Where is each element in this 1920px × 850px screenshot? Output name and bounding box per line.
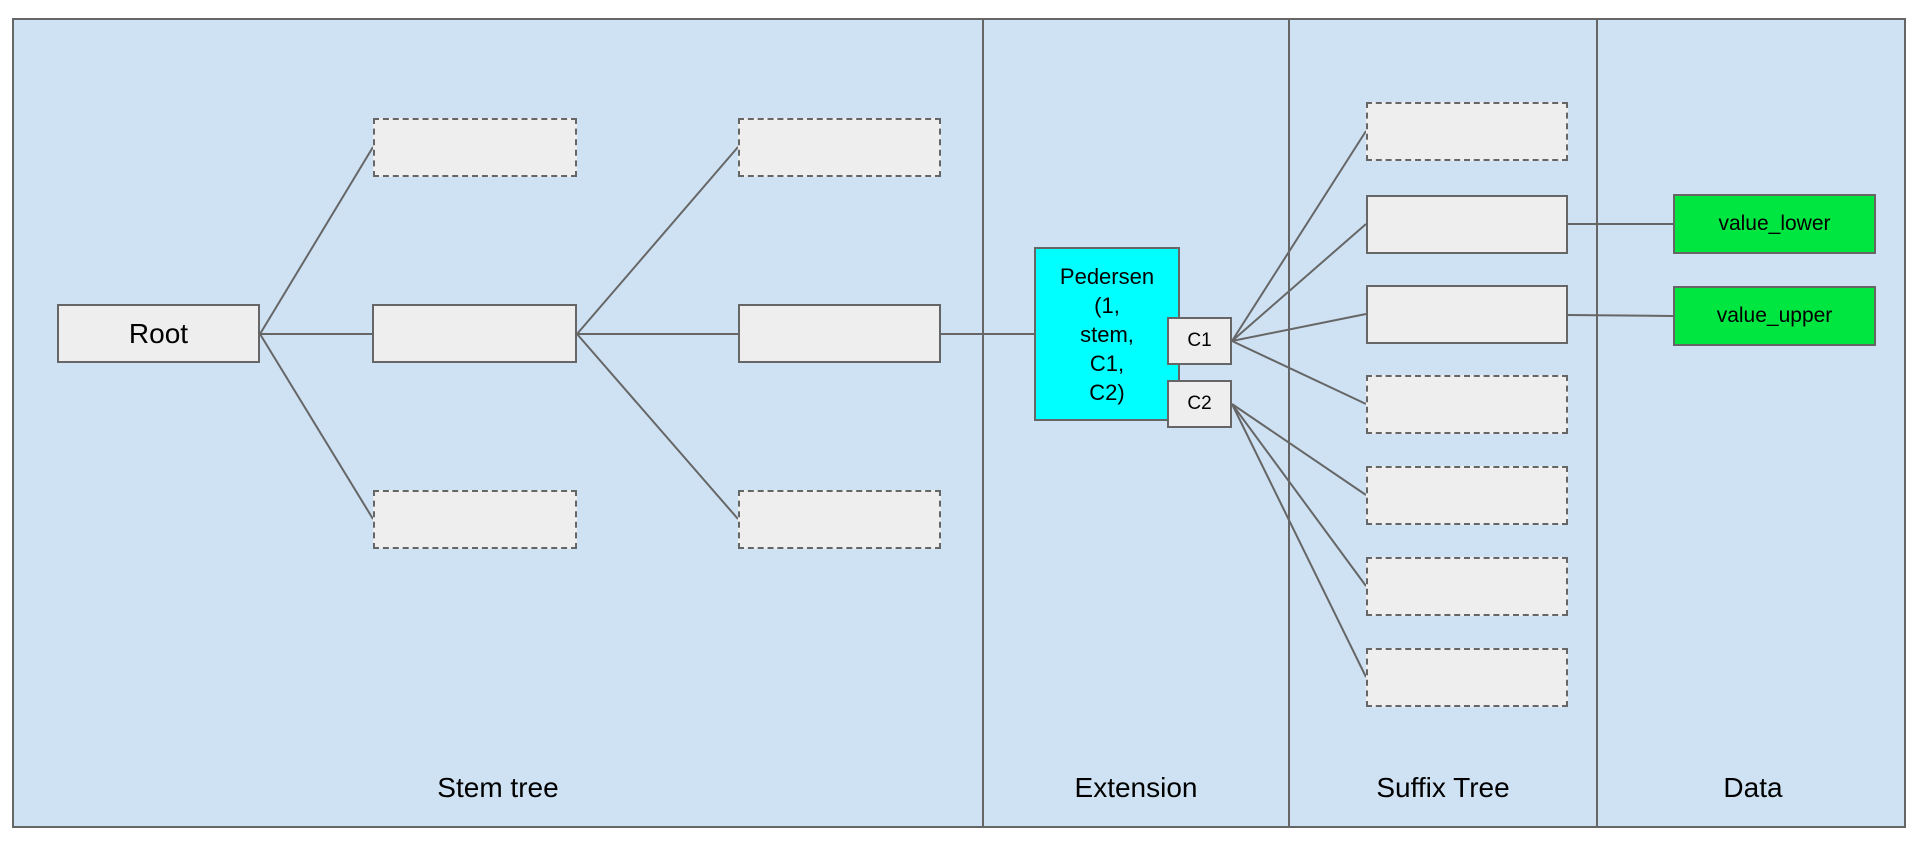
section-suffix-tree: Suffix Tree: [1290, 20, 1598, 826]
section-stem-tree: Stem tree: [14, 20, 984, 826]
suffix-node-7-placeholder: [1366, 648, 1568, 707]
value-upper-node: value_upper: [1673, 286, 1876, 346]
c2-node: C2: [1167, 380, 1232, 428]
value-lower-node: value_lower: [1673, 194, 1876, 254]
suffix-node-6-placeholder: [1366, 557, 1568, 616]
section-data: Data: [1598, 20, 1908, 826]
pedersen-commitment-node: Pedersen (1, stem, C1, C2): [1034, 247, 1180, 421]
suffix-node-4-placeholder: [1366, 375, 1568, 434]
stem-node-2: [738, 304, 941, 363]
suffix-node-5-placeholder: [1366, 466, 1568, 525]
c1-node: C1: [1167, 317, 1232, 365]
section-label-stem-tree: Stem tree: [437, 772, 559, 803]
stem-node-placeholder-top: [373, 118, 577, 177]
suffix-node-1-placeholder: [1366, 102, 1568, 161]
section-label-data: Data: [1723, 772, 1783, 803]
root-node: Root: [57, 304, 260, 363]
section-label-suffix-tree: Suffix Tree: [1376, 772, 1510, 803]
suffix-node-2: [1366, 195, 1568, 254]
section-label-extension: Extension: [1074, 772, 1198, 803]
stem-node2-placeholder-bottom: [738, 490, 941, 549]
stem-node2-placeholder-top: [738, 118, 941, 177]
stem-node-placeholder-bottom: [373, 490, 577, 549]
diagram-frame: Stem tree Extension Suffix Tree Data: [12, 18, 1906, 828]
suffix-node-3: [1366, 285, 1568, 344]
section-extension: Extension: [984, 20, 1290, 826]
stem-node-1: [372, 304, 577, 363]
